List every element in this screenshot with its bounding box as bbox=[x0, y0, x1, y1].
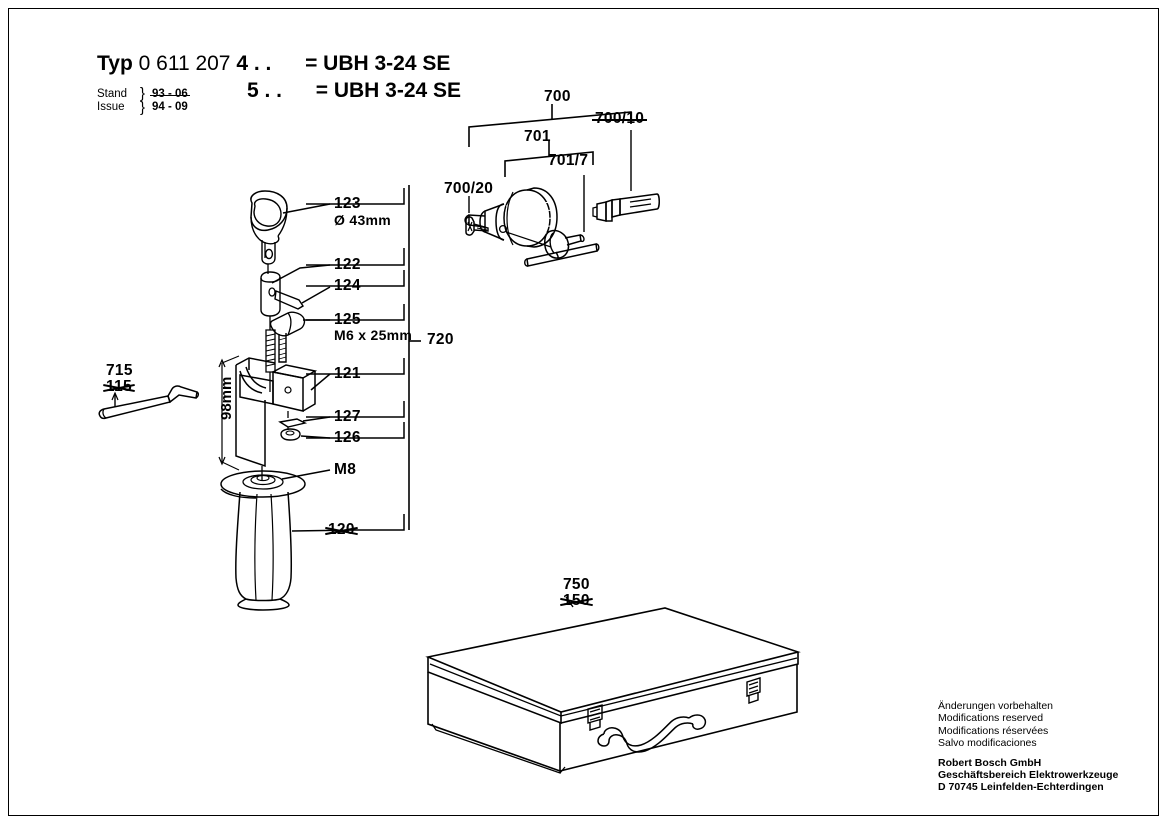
company-line-2: Geschäftsbereich Elektrowerkzeuge bbox=[938, 769, 1119, 782]
revision-labels: Stand Issue bbox=[97, 88, 135, 113]
label-701: 701 bbox=[524, 128, 551, 145]
label-720: 720 bbox=[427, 331, 454, 348]
label-125-spec: M6 x 25mm bbox=[334, 327, 413, 343]
clamp-block-122-124-art bbox=[260, 264, 331, 317]
label-127: 127 bbox=[334, 408, 361, 425]
label-123: 123 bbox=[334, 195, 361, 212]
typ-label: Typ bbox=[97, 52, 133, 75]
stand-label: Stand bbox=[97, 88, 128, 100]
label-125: 125 bbox=[334, 311, 361, 328]
flange-m8-art bbox=[220, 466, 331, 499]
leader-shelves-720 bbox=[306, 188, 405, 531]
rod-715-art bbox=[98, 385, 200, 420]
date-current: 94 - 09 bbox=[152, 100, 188, 113]
label-700-10-text: 700/10 bbox=[591, 110, 648, 127]
equals-sign-2: = bbox=[315, 79, 328, 102]
footer-block: Änderungen vorbehalten Modifications res… bbox=[938, 700, 1118, 794]
label-700: 700 bbox=[544, 88, 571, 105]
company-line-1: Robert Bosch GmbH bbox=[938, 756, 1042, 769]
variant-2: 5 . . bbox=[247, 79, 283, 102]
footer-line-3: Modifications réservées bbox=[938, 724, 1049, 737]
footer-line-4: Salvo modificaciones bbox=[938, 737, 1037, 750]
company-line-3: D 70745 Leinfelden-Echterdingen bbox=[938, 781, 1104, 794]
header-block: Typ 0 611 207 4 . . = UBH 3-24 SE bbox=[97, 52, 450, 76]
screw-700-20-art bbox=[465, 216, 489, 236]
clamp-ring-123-art bbox=[250, 190, 331, 265]
handle-column-art bbox=[218, 355, 276, 471]
carry-case-art bbox=[425, 596, 801, 774]
type-line-1: Typ 0 611 207 4 . . = UBH 3-24 SE bbox=[97, 52, 450, 76]
label-122: 122 bbox=[334, 256, 361, 273]
label-150-text: 150 bbox=[563, 592, 590, 609]
clamp-body-121-art bbox=[270, 364, 331, 412]
label-150: 150 bbox=[563, 592, 590, 610]
revision-brace: }} bbox=[140, 85, 146, 116]
footer-line-1: Änderungen vorbehalten bbox=[938, 700, 1054, 712]
label-124: 124 bbox=[334, 277, 361, 294]
group-bracket-720 bbox=[408, 185, 421, 530]
revision-dates: 93 - 06 94 - 09 bbox=[150, 88, 190, 113]
dimension-98mm: 98mm bbox=[218, 376, 235, 420]
bracket-701 bbox=[504, 141, 594, 177]
washer-127-nut-126-art bbox=[278, 411, 331, 441]
date-superseded: 93 - 06 bbox=[150, 88, 190, 100]
variant-1: 4 . . bbox=[236, 52, 272, 75]
label-120: 120 bbox=[328, 521, 355, 539]
label-700-20: 700/20 bbox=[444, 180, 494, 197]
label-750: 750 bbox=[563, 576, 590, 593]
sds-adapter-art bbox=[592, 193, 660, 222]
page-border bbox=[8, 8, 1159, 816]
label-126: 126 bbox=[334, 429, 361, 446]
label-700-10: 700/10 bbox=[591, 110, 648, 128]
label-120-text: 120 bbox=[328, 521, 355, 538]
bolt-125-art bbox=[269, 311, 330, 363]
issue-label: Issue bbox=[97, 100, 125, 113]
type-number: 0 611 207 bbox=[138, 52, 231, 75]
label-701-7: 701/7 bbox=[548, 152, 589, 169]
model-1: UBH 3-24 SE bbox=[323, 52, 451, 75]
label-115-text: 115 bbox=[106, 378, 132, 395]
model-2: UBH 3-24 SE bbox=[333, 79, 462, 102]
label-115: 115 bbox=[106, 378, 132, 396]
label-121: 121 bbox=[334, 365, 361, 382]
label-m8: M8 bbox=[334, 461, 357, 478]
footer-line-2: Modifications reserved bbox=[938, 712, 1044, 725]
bracket-700 bbox=[468, 104, 632, 147]
type-line-2: 5 . . = UBH 3-24 SE bbox=[247, 79, 461, 103]
chuck-key-art bbox=[524, 229, 600, 267]
equals-sign-1: = bbox=[305, 52, 318, 75]
label-123-spec: Ø 43mm bbox=[334, 212, 392, 228]
label-715: 715 bbox=[106, 362, 133, 379]
grip-handle-120-art bbox=[235, 491, 357, 611]
